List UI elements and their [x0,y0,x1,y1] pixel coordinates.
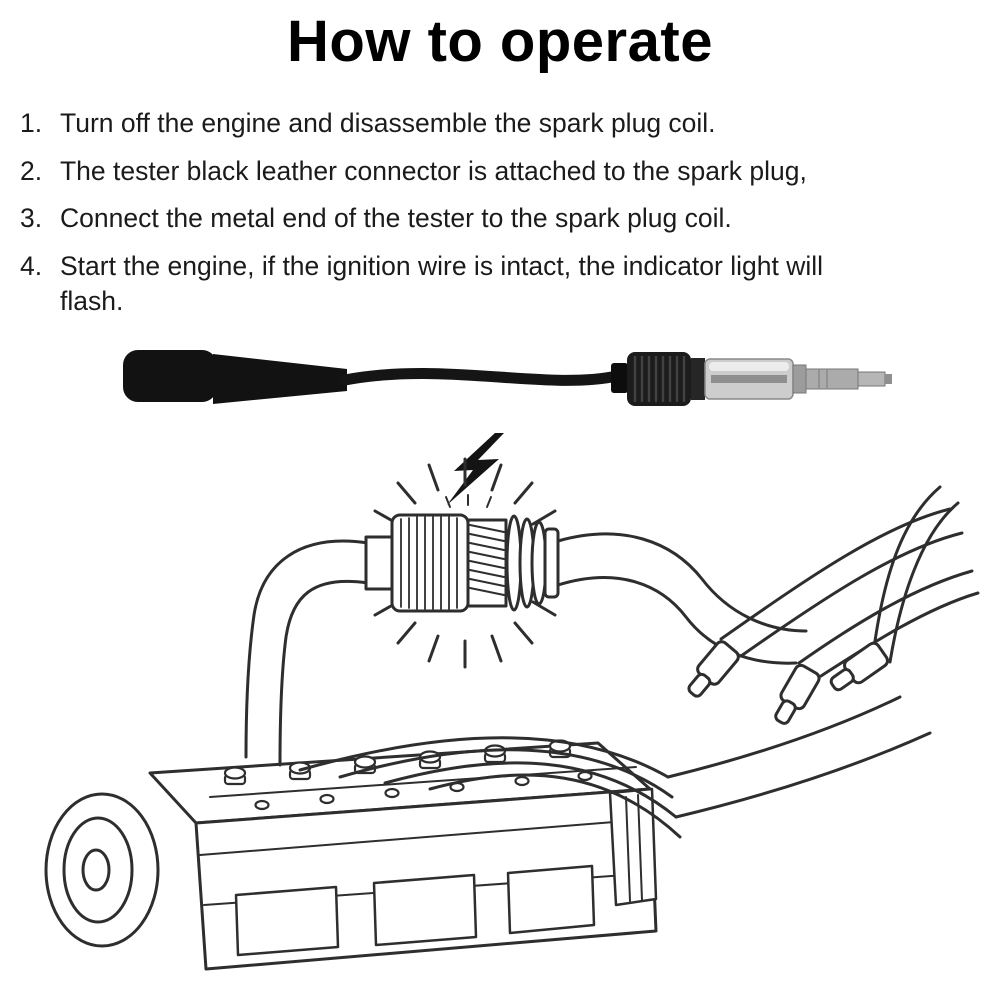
step-item: 2. The tester black leather connector is… [20,154,950,190]
tester-drawing [364,494,560,613]
tester-cable [339,368,623,386]
valve-cover-bolts [223,739,593,811]
spark-plug-wires [298,695,932,839]
tester-right-wire [556,532,808,665]
step-number: 1. [20,108,43,138]
plug-boot [829,641,889,692]
step-text: Connect the metal end of the tester to t… [60,203,732,233]
step-item: 3. Connect the metal end of the tester t… [20,201,950,237]
engine-diagram-image [44,433,980,971]
clear-indicator-body [704,358,794,400]
plug-boot [774,663,821,725]
coil-spring [469,524,505,596]
step-number: 3. [20,203,43,233]
knurled-nut [611,352,705,406]
step-number: 2. [20,155,43,186]
metal-probe-tip [792,364,892,394]
page-title: How to operate [287,9,713,74]
step-item: 1. Turn off the engine and disassemble t… [20,106,950,142]
rubber-boot [123,350,347,404]
plug-boot [687,640,740,698]
step-text: Turn off the engine and disassemble the … [60,108,716,138]
step-text: Start the engine, if the ignition wire i… [60,250,824,317]
step-number: 4. [20,250,43,281]
distributor-wires [719,485,980,678]
engine-illustration [0,425,1000,1000]
step-text: The tester black leather connector is at… [60,155,807,186]
lightning-bolt-icon [447,433,504,505]
spark-plug-tester-photo [115,345,895,440]
plug-boots [687,640,889,725]
instructions-list: 1. Turn off the engine and disassemble t… [20,106,950,332]
tester-left-wire [244,539,370,767]
tester-tool-image [123,350,892,406]
step-item: 4. Start the engine, if the ignition wir… [20,249,950,320]
